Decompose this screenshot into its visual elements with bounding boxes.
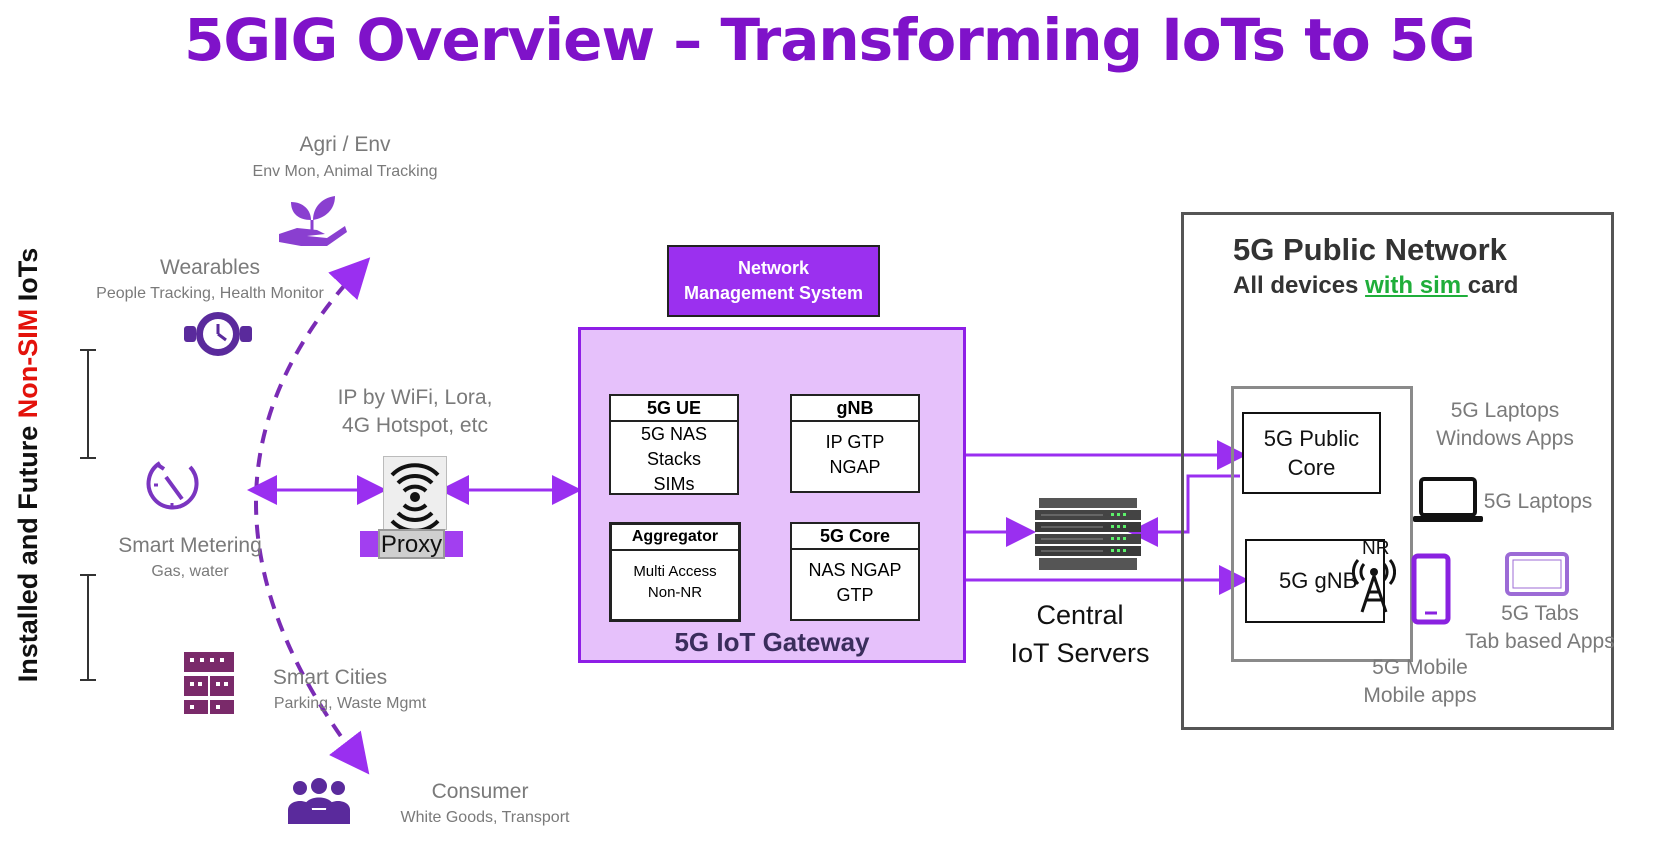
aggregator-line2: Non-NR <box>647 584 703 601</box>
core-line2: GTP <box>836 585 874 605</box>
public-network-title: 5G Public Network <box>1233 232 1507 267</box>
proxy-device <box>383 456 447 533</box>
people-group-icon <box>288 778 350 824</box>
nms-line2: Management System <box>683 283 864 303</box>
proxy-label: Proxy <box>378 529 445 559</box>
ue-head: 5G UE <box>611 396 737 422</box>
aggregator-head: Aggregator <box>612 525 738 551</box>
category-metering-sub: Gas, water <box>151 563 229 580</box>
category-cities-sub: Parking, Waste Mgmt <box>273 695 427 712</box>
public-gnb-label: 5G gNB <box>1279 568 1358 593</box>
gnb-head: gNB <box>792 396 918 422</box>
mobile-phone-icon <box>1411 553 1451 625</box>
category-agri-label: Agri / Env <box>299 133 391 156</box>
laptops-label: 5G Laptops <box>1483 490 1593 513</box>
tabs-line2: Tab based Apps <box>1465 630 1615 653</box>
connectivity-line2: 4G Hotspot, etc <box>342 414 488 437</box>
category-wearables-label: Wearables <box>160 256 260 279</box>
gnb-box: gNB IP GTP NGAP <box>790 394 920 493</box>
category-consumer-sub: White Goods, Transport <box>400 809 570 826</box>
mobile-line1: 5G Mobile <box>1372 656 1468 679</box>
gnb-line2: NGAP <box>829 457 881 477</box>
servers-line2: IoT Servers <box>1010 638 1150 668</box>
nr-label: NR <box>1362 538 1390 559</box>
servers-line1: Central <box>1036 600 1124 630</box>
plant-hand-icon <box>279 196 347 246</box>
server-rack-icon <box>1035 498 1141 570</box>
tablet-icon <box>1505 552 1569 596</box>
ue-line1: 5G NAS <box>640 424 708 444</box>
core-line1: NAS NGAP <box>808 560 902 580</box>
nms-box: Network Management System <box>667 245 880 317</box>
public-network-sub-post: card <box>1467 272 1519 299</box>
gauge-icon <box>146 461 199 510</box>
ue-box: 5G UE 5G NAS Stacks SIMs <box>609 394 739 495</box>
core-head: 5G Core <box>792 524 918 550</box>
public-core-line2: Core <box>1287 455 1336 480</box>
public-network-container <box>1181 212 1614 730</box>
gnb-line1: IP GTP <box>825 432 885 452</box>
category-cities-label: Smart Cities <box>272 666 388 689</box>
proxy-right-tab <box>443 531 463 557</box>
city-buildings-icon <box>184 652 234 714</box>
laptops-windows-line2: Windows Apps <box>1436 427 1574 450</box>
laptop-icon <box>1413 477 1483 522</box>
aggregator-box: Aggregator Multi Access Non-NR <box>609 522 741 622</box>
ue-line3: SIMs <box>653 474 695 494</box>
nms-line1: Network <box>737 258 809 278</box>
arrow-publiccore-servers <box>1128 474 1240 547</box>
operator-box <box>1231 386 1413 662</box>
tabs-line1: 5G Tabs <box>1501 602 1579 625</box>
category-agri-sub: Env Mon, Animal Tracking <box>252 163 438 180</box>
connectivity-line1: IP by WiFi, Lora, <box>337 386 493 409</box>
category-consumer-label: Consumer <box>431 780 529 803</box>
core-box: 5G Core NAS NGAP GTP <box>790 522 920 621</box>
laptops-windows-line1: 5G Laptops <box>1450 399 1560 422</box>
watch-icon <box>184 312 252 356</box>
proxy-left-tab <box>360 531 380 557</box>
category-metering-label: Smart Metering <box>118 534 262 557</box>
public-core-line1: 5G Public <box>1263 426 1360 451</box>
gateway-label: 5G IoT Gateway <box>674 627 870 657</box>
aggregator-line1: Multi Access <box>633 563 717 580</box>
wireless-router-icon <box>390 463 440 533</box>
ue-line2: Stacks <box>646 449 702 469</box>
side-bracket <box>80 349 96 681</box>
mobile-line2: Mobile apps <box>1363 684 1477 707</box>
dashed-arc-arrow <box>254 257 371 775</box>
page-title: 5GIG Overview – Transforming IoTs to 5G <box>184 6 1476 74</box>
public-network-sub-pre: All devices <box>1233 272 1366 299</box>
category-wearables-sub: People Tracking, Health Monitor <box>96 285 324 302</box>
public-core-box: 5G Public Core <box>1242 412 1381 494</box>
antenna-tower-icon <box>1352 559 1396 613</box>
public-network-subtitle: All devices with sim card <box>1233 272 1518 300</box>
public-network-sub-green: with sim <box>1365 272 1468 299</box>
